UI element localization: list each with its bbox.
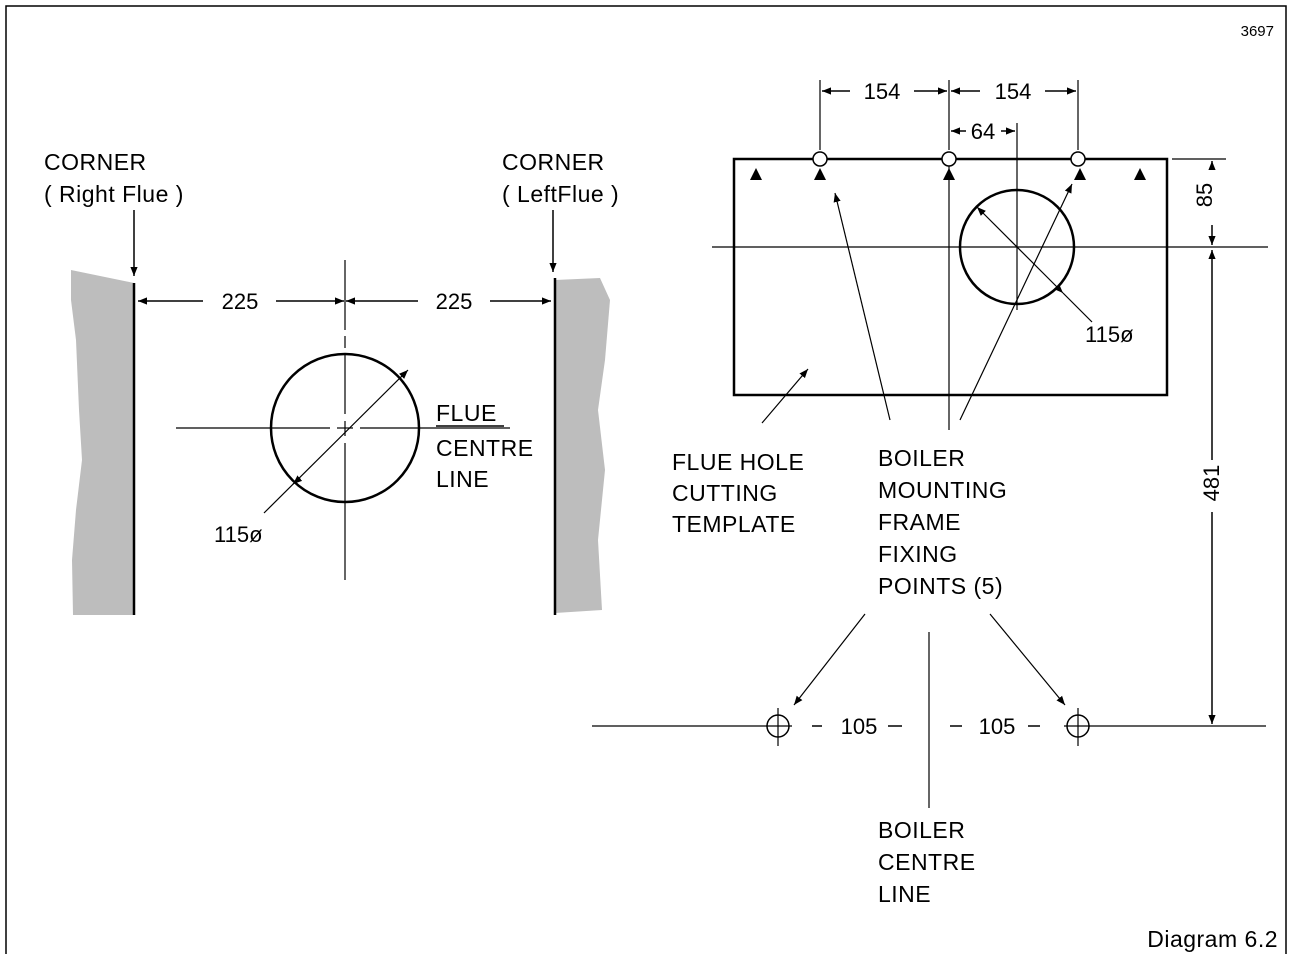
flue-diameter-line xyxy=(263,369,409,514)
fixing-leader-1 xyxy=(833,192,891,421)
template-label-1: FLUE HOLE xyxy=(672,449,804,475)
corner-left-sub: ( LeftFlue ) xyxy=(502,181,619,207)
boiler-centre-label-1: BOILER xyxy=(878,817,965,843)
boiler-centre-label-2: CENTRE xyxy=(878,849,976,875)
figure-number: 3697 xyxy=(1241,23,1274,40)
marker-triangle-2 xyxy=(814,168,826,180)
template-flue-diameter-label: 115ø xyxy=(1085,322,1134,347)
flue-centre-line-2: CENTRE xyxy=(436,435,534,461)
left-view: CORNER ( Right Flue ) CORNER ( LeftFlue … xyxy=(44,149,619,615)
fixing-label-2: MOUNTING xyxy=(878,477,1007,503)
fixing-label-3: FRAME xyxy=(878,509,961,535)
boiler-centre-label-3: LINE xyxy=(878,881,931,907)
dim-481: 481 xyxy=(1199,465,1224,502)
flue-diameter-arrow-low xyxy=(292,475,303,485)
template-flue-diameter xyxy=(976,206,1064,294)
dim-105-right: 105 xyxy=(979,714,1016,739)
dim-154-left: 154 xyxy=(864,79,901,104)
template-label-3: TEMPLATE xyxy=(672,511,796,537)
right-wall-shading xyxy=(555,278,610,613)
template-flue-circle xyxy=(958,188,1076,306)
fixing-hole-left xyxy=(812,151,828,167)
dim-85: 85 xyxy=(1192,183,1217,207)
dim-225-left: 225 xyxy=(222,289,259,314)
diagram-caption: Diagram 6.2 xyxy=(1147,926,1278,952)
fixing-label-5: POINTS (5) xyxy=(878,573,1003,599)
flue-centre-line-1: FLUE xyxy=(436,400,497,426)
fixing-leader-low-left xyxy=(793,613,866,706)
marker-triangle-1 xyxy=(750,168,762,180)
dim-64: 64 xyxy=(971,119,995,144)
fixing-leader-2 xyxy=(959,183,1073,421)
flue-centre-line-3: LINE xyxy=(436,466,489,492)
right-view: 154 154 64 115ø 85 xyxy=(592,79,1268,907)
marker-triangle-5 xyxy=(1134,168,1146,180)
corner-right-title: CORNER xyxy=(44,149,147,175)
fixing-hole-right xyxy=(1070,151,1086,167)
left-wall-shading xyxy=(71,270,134,615)
dim-154-right: 154 xyxy=(995,79,1032,104)
template-leader xyxy=(761,368,809,424)
fixing-leader-low-right xyxy=(989,613,1066,706)
flue-diameter-label: 115ø xyxy=(214,522,263,547)
template-flue-diameter-leader xyxy=(1062,292,1093,323)
dim-225-right: 225 xyxy=(436,289,473,314)
dim-105-left: 105 xyxy=(841,714,878,739)
marker-triangle-4 xyxy=(1074,168,1086,180)
figure-frame xyxy=(5,5,1287,954)
fixing-hole-centre xyxy=(941,151,957,167)
fixing-label-4: FIXING xyxy=(878,541,958,567)
corner-left-title: CORNER xyxy=(502,149,605,175)
fixing-label-1: BOILER xyxy=(878,445,965,471)
corner-right-sub: ( Right Flue ) xyxy=(44,181,184,207)
flue-hole-template xyxy=(732,157,1169,397)
template-label-2: CUTTING xyxy=(672,480,778,506)
